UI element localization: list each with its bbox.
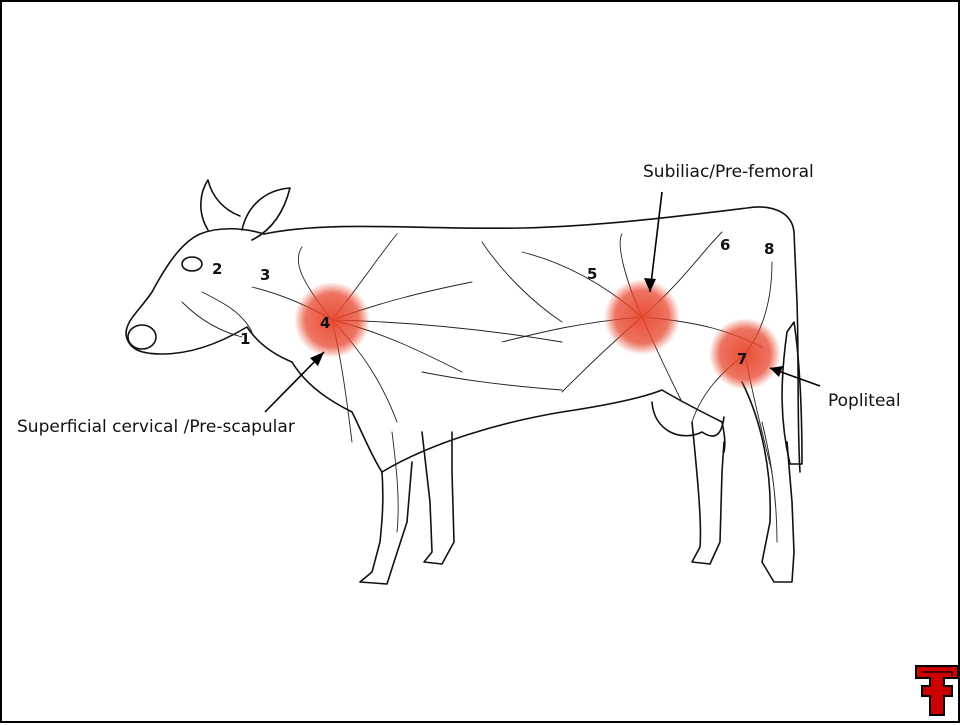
cow-outline — [126, 180, 802, 584]
subiliac-pointer-line — [650, 192, 662, 292]
node-number-8: 8 — [764, 240, 774, 258]
node-number-4: 4 — [320, 314, 330, 332]
popliteal-label: Popliteal — [828, 391, 901, 411]
node-number-2: 2 — [212, 260, 222, 278]
subiliac-node-highlight — [604, 279, 680, 355]
lymph-vessel-network — [182, 232, 777, 542]
superficial-cervical-node-highlight — [294, 282, 370, 358]
subiliac-label: Subiliac/Pre-femoral — [643, 162, 814, 182]
node-number-1: 1 — [240, 330, 250, 348]
node-number-5: 5 — [587, 265, 597, 283]
node-number-7: 7 — [737, 350, 747, 368]
node-number-3: 3 — [260, 266, 270, 284]
superficial-cervical-label: Superficial cervical /Pre-scapular — [17, 417, 295, 437]
node-number-6: 6 — [720, 236, 730, 254]
double-t-logo — [916, 666, 958, 715]
